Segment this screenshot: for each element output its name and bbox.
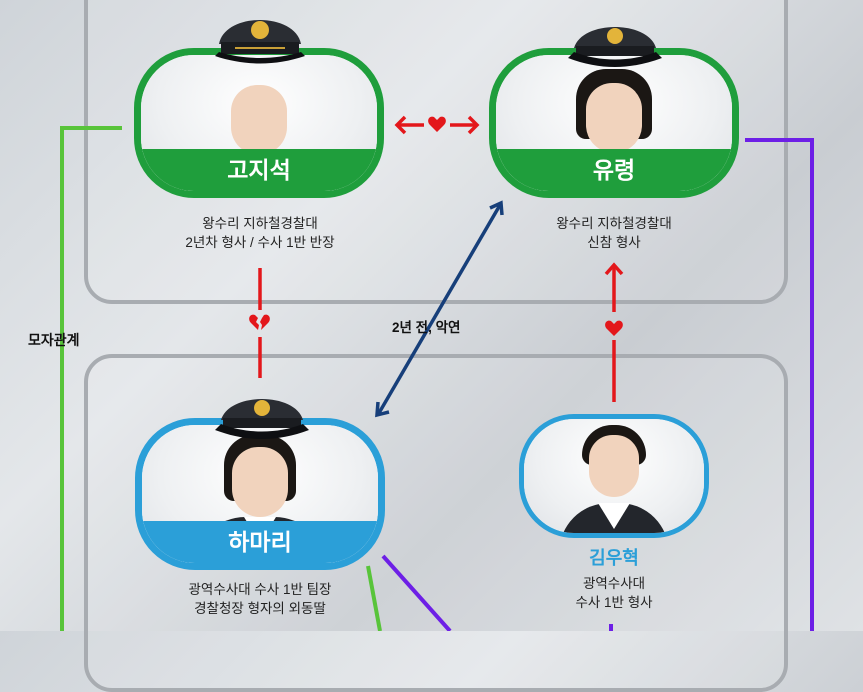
purple-line-right (745, 138, 814, 631)
desc-yuryeong-line2: 신참 형사 (587, 235, 641, 250)
desc-kim-woohyuk-line1: 광역수사대 (582, 576, 646, 591)
purple-line-bottom (381, 554, 452, 631)
card-ha-mari: 하마리 (135, 418, 385, 570)
police-cap-icon (215, 20, 305, 64)
portrait-kim-woohyuk (524, 419, 704, 533)
desc-ha-mari-line2: 경찰청장 형자의 외동딸 (194, 601, 326, 616)
desc-go-jiseok: 왕수리 지하철경찰대 2년차 형사 / 수사 1반 반장 (160, 214, 360, 252)
relation-label-mother-son: 모자관계 (28, 332, 80, 348)
desc-ha-mari-line1: 광역수사대 수사 1반 팀장 (188, 582, 332, 597)
police-cap-icon (568, 27, 662, 67)
mother-son-line (60, 126, 122, 631)
desc-kim-woohyuk-line2: 수사 1반 형사 (575, 595, 653, 610)
card-kim-woohyuk (519, 414, 709, 538)
relation-label-two-years-ago: 2년 전, 악연 (392, 320, 461, 335)
broken-heart-icon (249, 314, 270, 330)
card-yuryeong: 유령 (489, 48, 739, 198)
name-yuryeong: 유령 (496, 149, 732, 191)
desc-kim-woohyuk: 광역수사대 수사 1반 형사 (514, 574, 714, 612)
desc-go-jiseok-line2: 2년차 형사 / 수사 1반 반장 (185, 235, 335, 250)
heart-icon-top (428, 116, 446, 132)
desc-yuryeong: 왕수리 지하철경찰대 신참 형사 (514, 214, 714, 252)
name-go-jiseok: 고지석 (141, 149, 377, 191)
relation-lines (60, 115, 814, 631)
card-go-jiseok: 고지석 (134, 48, 384, 198)
green-line-bottom (366, 565, 382, 631)
heart-icon-right (605, 320, 623, 336)
love-arrow-top (394, 115, 480, 135)
desc-go-jiseok-line1: 왕수리 지하철경찰대 (202, 216, 318, 231)
name-kim-woohyuk: 김우혁 (589, 548, 639, 568)
enemy-arrow (375, 200, 504, 418)
desc-yuryeong-line1: 왕수리 지하철경찰대 (556, 216, 672, 231)
name-ha-mari: 하마리 (142, 521, 378, 563)
police-cap-icon (215, 399, 309, 439)
desc-ha-mari: 광역수사대 수사 1반 팀장 경찰청장 형자의 외동딸 (160, 580, 360, 618)
love-arrow-up (604, 262, 624, 402)
